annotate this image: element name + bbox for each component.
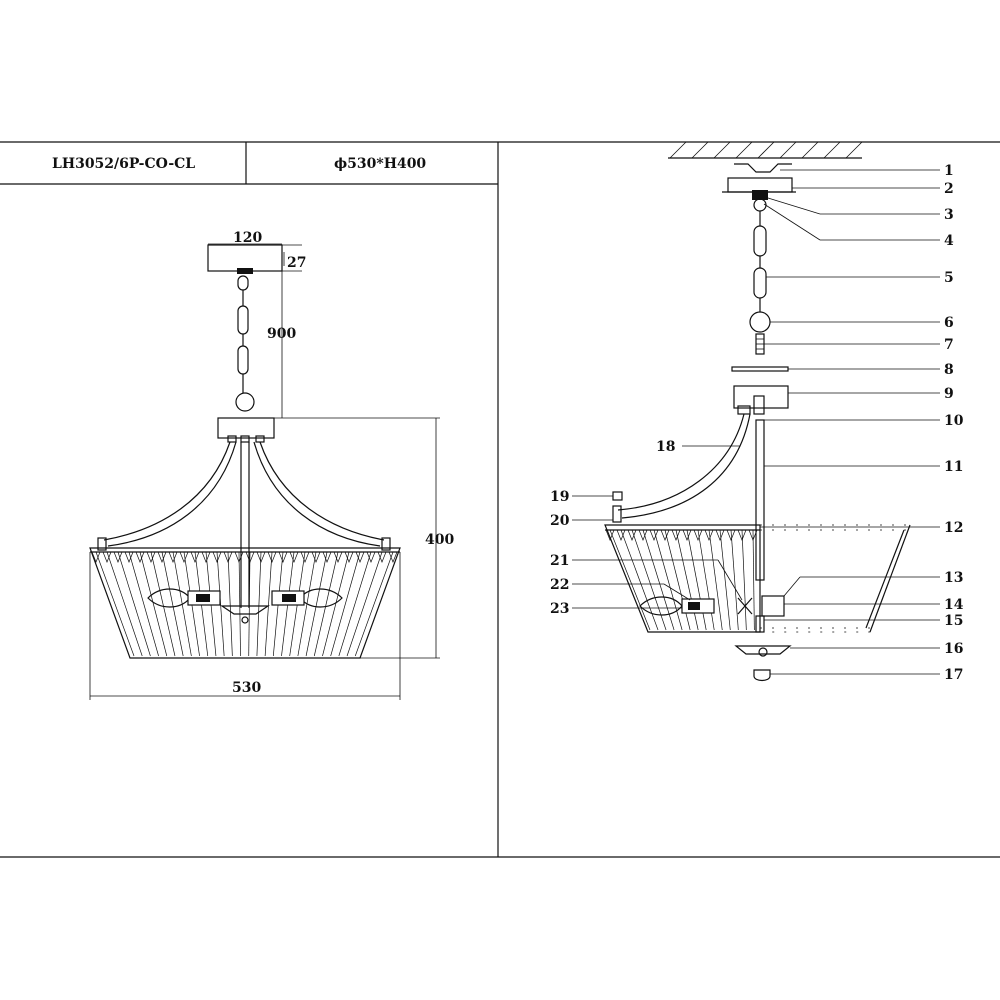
part-label-5: 5 (944, 270, 954, 286)
part-label-2: 2 (944, 181, 954, 197)
part-label-14: 14 (944, 597, 964, 613)
candle-bulbs (147, 588, 343, 624)
assembled-view: 120 27 900 400 (89, 230, 454, 700)
part-label-21: 21 (550, 553, 569, 569)
bottom-screw (755, 615, 765, 633)
sheet-frame (0, 141, 1000, 858)
hub (217, 417, 275, 439)
arm-screw (612, 505, 622, 523)
model-number: LH3052/6P-CO-CL (52, 156, 195, 172)
arm-right (259, 441, 385, 541)
exploded-hub (733, 385, 789, 409)
canopy (207, 244, 283, 272)
dim-body-height: 400 (425, 532, 454, 548)
bottom-cover (734, 645, 792, 655)
dim-chain-length: 900 (267, 326, 296, 342)
part-label-15: 15 (944, 613, 963, 629)
loop-ring (749, 311, 771, 333)
part-label-10: 10 (944, 413, 964, 429)
part-label-9: 9 (944, 386, 954, 402)
part-labels: 1 2 3 4 5 6 7 8 9 10 11 12 13 14 15 16 1… (550, 163, 964, 683)
part-label-22: 22 (550, 577, 569, 593)
part-label-19: 19 (550, 489, 569, 505)
mounting-bracket (734, 163, 792, 173)
holder-clip (737, 597, 753, 615)
holder-plate (761, 595, 785, 617)
part-label-3: 3 (944, 207, 954, 223)
finial-nut (753, 669, 771, 682)
washer (731, 366, 789, 372)
dim-canopy-height: 27 (287, 255, 306, 271)
arm-cap (612, 491, 623, 501)
part-label-7: 7 (944, 337, 954, 353)
exploded-arm (617, 413, 745, 511)
part-label-17: 17 (944, 667, 963, 683)
leader-lines (572, 169, 940, 675)
part-label-18: 18 (656, 439, 675, 455)
part-label-1: 1 (944, 163, 954, 179)
canopy-mount (237, 268, 253, 274)
chain (235, 275, 255, 412)
dim-diameter: 530 (232, 680, 261, 696)
ceiling-hatch (668, 141, 863, 159)
part-label-23: 23 (550, 601, 569, 617)
exploded-chain (753, 225, 767, 257)
part-label-20: 20 (550, 513, 570, 529)
size-spec: ϕ530*H400 (334, 156, 426, 172)
part-label-4: 4 (944, 233, 954, 249)
part-label-11: 11 (944, 459, 963, 475)
exploded-view (572, 141, 940, 682)
crystal-shade (89, 537, 401, 659)
part-label-6: 6 (944, 315, 954, 331)
part-label-8: 8 (944, 362, 954, 378)
part-label-16: 16 (944, 641, 963, 657)
arm-left (103, 441, 231, 541)
part-label-12: 12 (944, 520, 963, 536)
part-label-13: 13 (944, 570, 963, 586)
exploded-canopy (727, 177, 793, 193)
dim-canopy-width: 120 (233, 230, 262, 246)
